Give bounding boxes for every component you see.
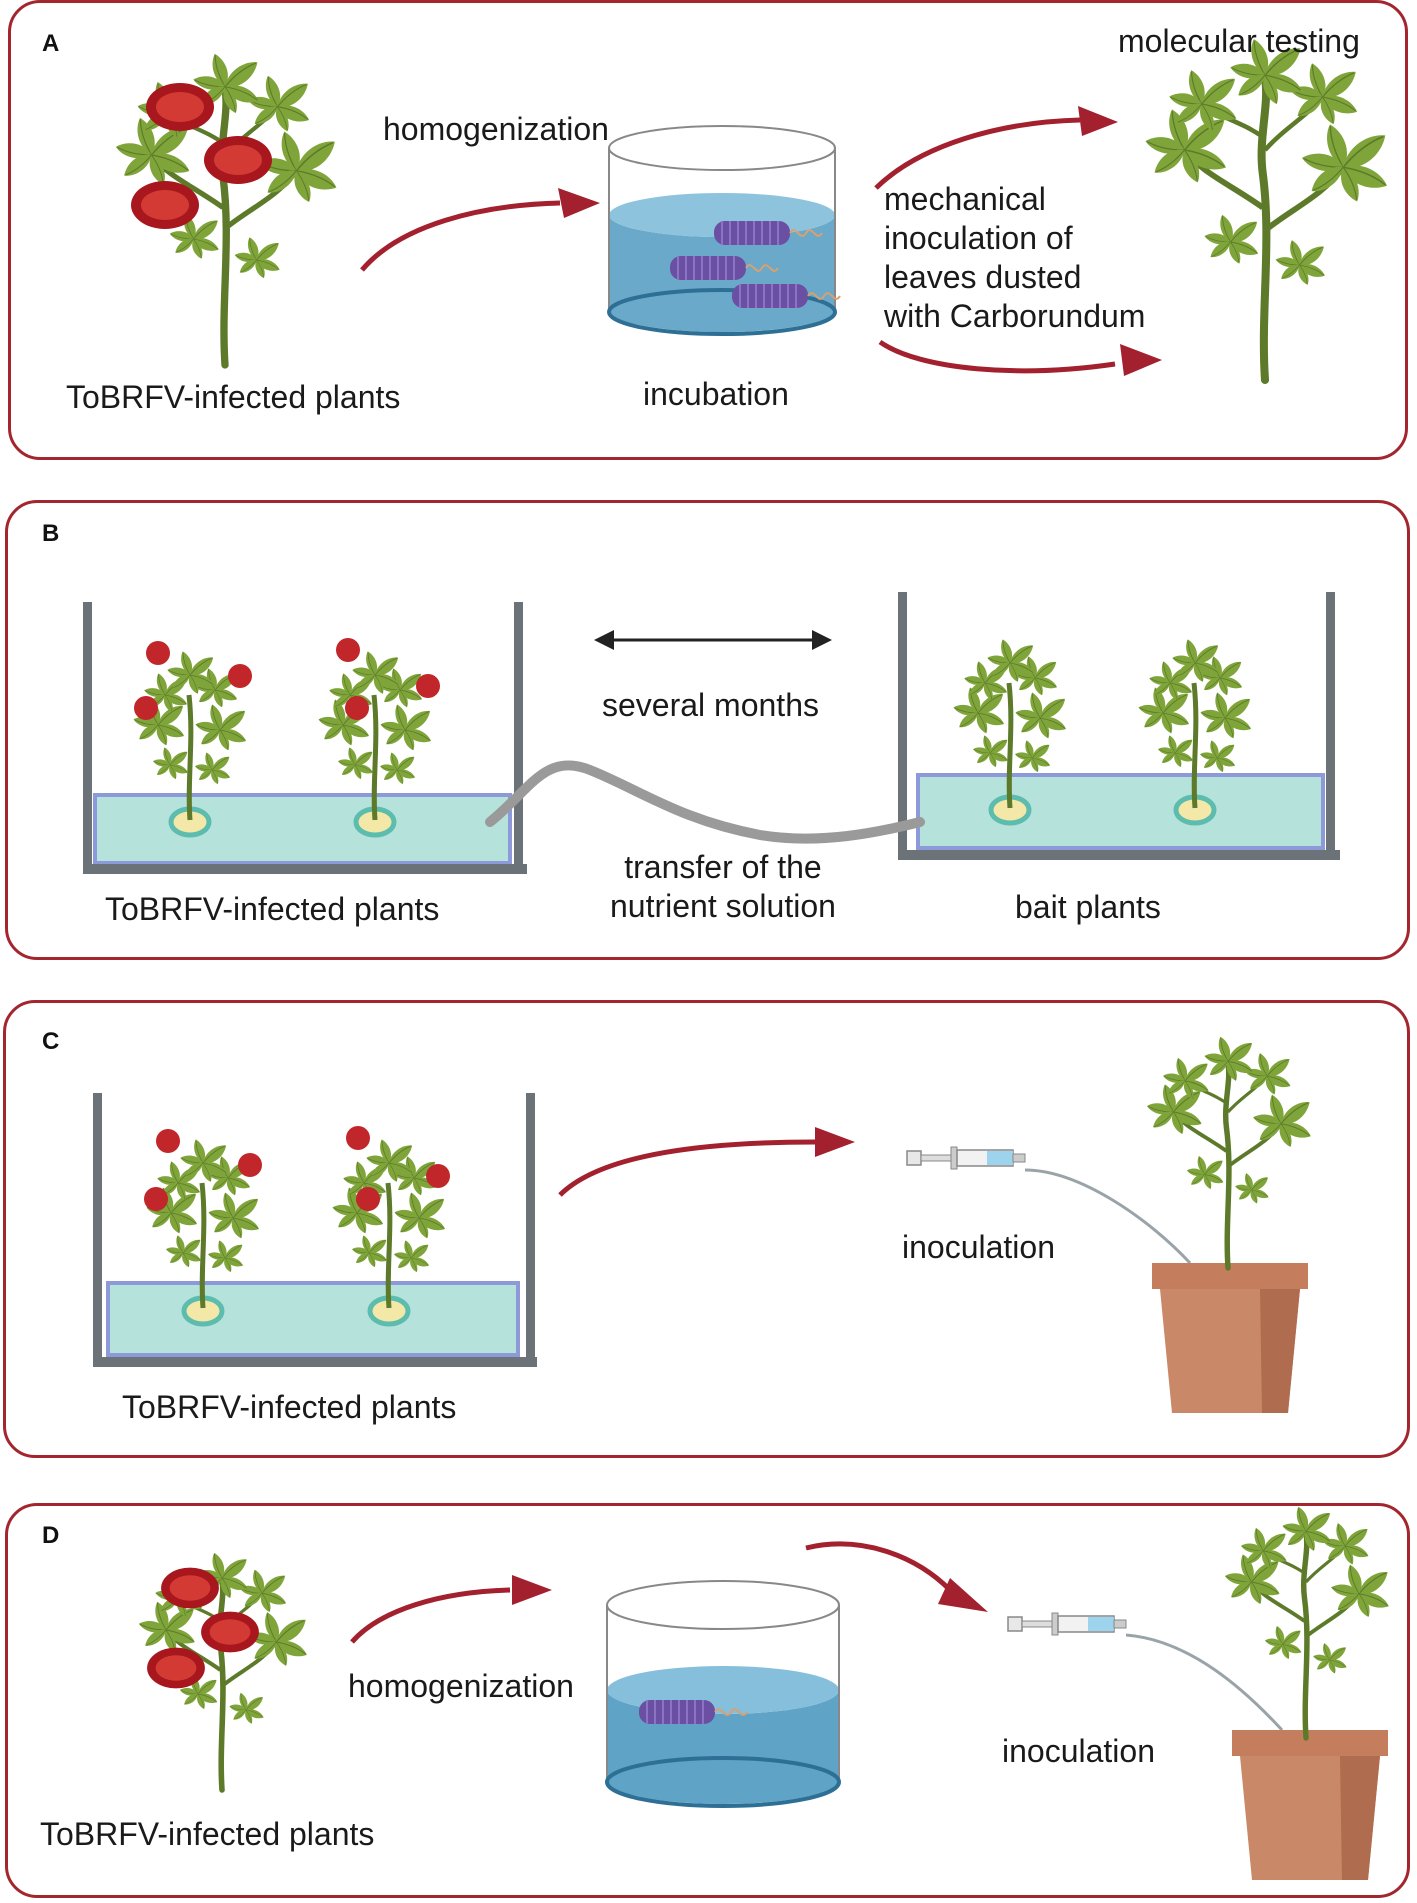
label-a-infected: ToBRFV-infected plants xyxy=(66,379,401,415)
label-a-incubation: incubation xyxy=(643,376,789,412)
label-d-infected: ToBRFV-infected plants xyxy=(40,1816,375,1852)
label-b-transfer-line1: transfer of the xyxy=(624,849,822,885)
label-d-homogenization: homogenization xyxy=(348,1668,574,1704)
label-b-transfer: transfer of the nutrient solution xyxy=(610,848,836,926)
beaker-a xyxy=(607,125,841,336)
label-a-mechanical-line3: leaves dusted xyxy=(884,259,1082,296)
tomato-1 xyxy=(146,83,214,131)
flower-pot-c xyxy=(1152,1263,1308,1413)
syringe-d xyxy=(1007,1612,1127,1636)
panel-b xyxy=(5,500,1410,960)
beaker-d xyxy=(605,1580,841,1808)
hydroponic-tank-right xyxy=(898,592,1340,860)
label-b-infected: ToBRFV-infected plants xyxy=(105,891,440,927)
label-b-bait: bait plants xyxy=(1015,889,1161,925)
panel-b-letter: B xyxy=(42,520,60,547)
label-a-mechanical-line4: with Carborundum xyxy=(884,298,1146,335)
syringe-c xyxy=(906,1146,1026,1170)
label-a-homogenization: homogenization xyxy=(383,111,609,147)
label-c-infected: ToBRFV-infected plants xyxy=(122,1389,457,1425)
label-c-inoculation: inoculation xyxy=(902,1229,1055,1265)
label-d-inoculation: inoculation xyxy=(1002,1733,1155,1769)
hydroponic-tank-left xyxy=(83,602,527,874)
panel-d-letter: D xyxy=(42,1522,60,1549)
label-a-mechanical-line1: mechanical xyxy=(884,181,1046,217)
label-a-molecular-testing: molecular testing xyxy=(1118,23,1360,59)
hydroponic-tank-c xyxy=(93,1093,537,1367)
tomato-2 xyxy=(204,136,272,184)
label-b-transfer-line2: nutrient solution xyxy=(610,888,836,925)
flower-pot-d xyxy=(1232,1730,1388,1880)
label-b-several-months: several months xyxy=(602,687,819,723)
tomato-3 xyxy=(131,181,199,229)
label-a-mechanical: mechanical inoculation of leaves dusted … xyxy=(884,180,1145,336)
panel-a-letter: A xyxy=(42,30,60,57)
panel-a-healthy-plant xyxy=(1144,37,1393,380)
panel-c-letter: C xyxy=(42,1028,60,1055)
label-a-mechanical-line2: inoculation of xyxy=(884,220,1073,257)
